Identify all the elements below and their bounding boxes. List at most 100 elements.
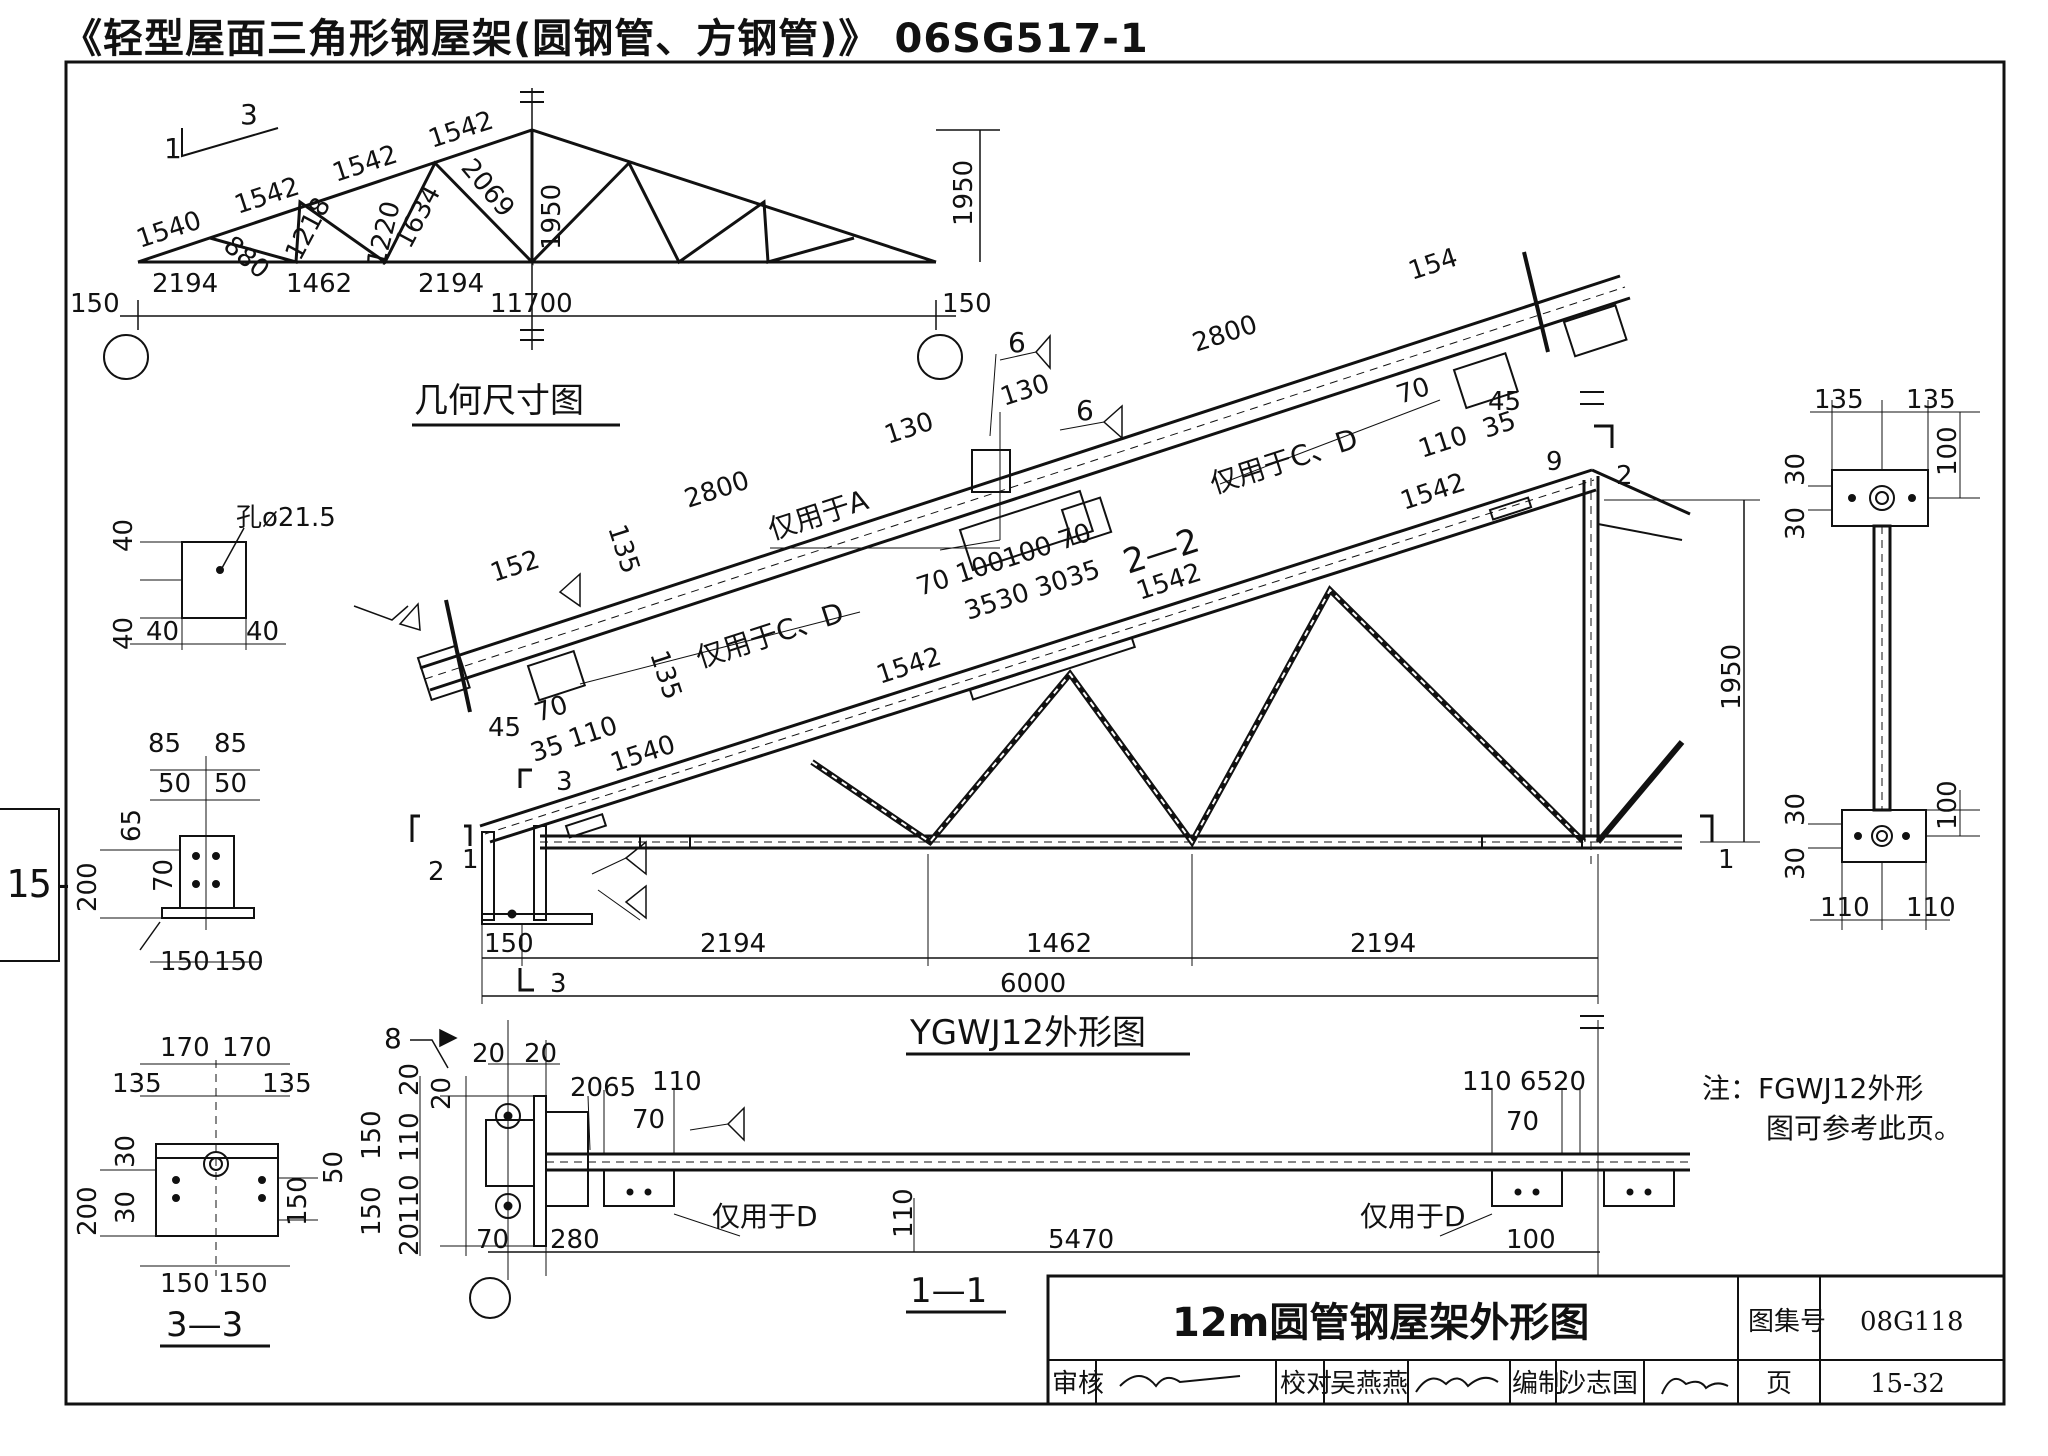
check-label: 校对	[1280, 1369, 1332, 1399]
geo-span: 11700	[490, 289, 573, 319]
ep-70: 70	[149, 859, 179, 892]
s3-30a: 30	[111, 1135, 141, 1168]
s1-support-circle	[469, 1277, 511, 1319]
geo-web-880: 880	[218, 230, 275, 285]
section-3-3-detail	[100, 1060, 318, 1348]
mv-chord-1542a: 1542	[1397, 468, 1469, 517]
mv-135a: 135	[601, 521, 645, 577]
support-left-circle	[103, 334, 149, 380]
geo-overhang-right: 150	[942, 289, 992, 319]
geo-chord-1: 1540	[133, 206, 205, 255]
mv-110a: 110	[1415, 421, 1471, 465]
rd-100b: 100	[1933, 780, 1963, 830]
note-line-2: 图可参考此页。	[1766, 1112, 1962, 1145]
s3-150v: 150	[283, 1176, 313, 1226]
mv-2800b: 2800	[1189, 310, 1261, 359]
s1-20v: 20	[395, 1063, 425, 1096]
mv-panel-2194a: 2194	[700, 929, 766, 959]
end-plate-detail	[100, 756, 262, 963]
geo-panel-1: 2194	[152, 269, 218, 299]
s1-70c: 70	[476, 1225, 509, 1255]
s3-170b: 170	[222, 1033, 272, 1063]
side-tab-label: 15-	[6, 862, 75, 906]
s1-weld-8: 8	[384, 1022, 402, 1055]
s1-150v: 150	[357, 1110, 387, 1160]
ep-200: 200	[73, 862, 103, 912]
hole-d1: 40	[109, 519, 139, 552]
ep-50a: 50	[158, 769, 191, 799]
geo-overhang-left: 150	[70, 289, 120, 319]
mv-130b: 130	[997, 369, 1053, 413]
mv-cut-2: 2	[428, 857, 445, 887]
hole-callout: 孔ø21.5	[236, 503, 336, 533]
mv-note-cd-2: 仅用于C、D	[1206, 422, 1362, 501]
s1-110c: 110	[652, 1067, 702, 1097]
mv-135b: 135	[643, 647, 687, 703]
atlas-label: 图集号	[1748, 1307, 1826, 1337]
mv-height-1950: 1950	[1717, 644, 1747, 710]
section-3-3-title: 3—3	[166, 1305, 243, 1345]
s1-110b: 110	[395, 1174, 425, 1224]
s3-135a: 135	[112, 1069, 162, 1099]
title-block	[1046, 1274, 2006, 1406]
drafter-signature	[1661, 1377, 1729, 1395]
atlas-number: 08G118	[1860, 1307, 1963, 1337]
page-header: 《轻型屋面三角形钢屋架(圆钢管、方钢管)》 06SG517-1	[62, 16, 1149, 62]
rd-100a: 100	[1933, 426, 1963, 476]
mv-chord-1542c: 1542	[873, 642, 945, 691]
geo-web-2069: 2069	[455, 153, 521, 223]
rd-110b: 110	[1906, 893, 1956, 923]
mv-2800a: 2800	[681, 466, 753, 515]
mv-cut-1: 1	[462, 845, 479, 875]
draw-label: 编制	[1512, 1369, 1564, 1399]
slope-run: 3	[240, 98, 258, 131]
drawing-title: 12m圆管钢屋架外形图	[1172, 1300, 1589, 1346]
s1-note-d-1: 仅用于D	[712, 1200, 818, 1233]
drafter-name: 沙志国	[1560, 1369, 1638, 1399]
geometry-view-title: 几何尺寸图	[414, 381, 584, 421]
geo-height: 1950	[949, 160, 979, 226]
mv-panel-2194b: 2194	[1350, 929, 1416, 959]
mv-150: 150	[484, 929, 534, 959]
s1-20a: 20	[472, 1039, 505, 1069]
reviewer-signature	[1119, 1375, 1241, 1388]
page-number: 15-32	[1870, 1369, 1945, 1399]
main-view-structure	[353, 251, 1760, 1056]
s1-5470: 5470	[1048, 1225, 1114, 1255]
geo-panel-3: 2194	[418, 269, 484, 299]
ep-85b: 85	[214, 729, 247, 759]
hole-detail	[130, 527, 286, 650]
mv-45b: 45	[488, 713, 521, 743]
rd-30b: 30	[1781, 507, 1811, 540]
checker-signature	[1415, 1376, 1499, 1393]
main-view-labels: 2800 2800 154 130 130 152 135 135 6 6 仅用…	[428, 243, 1747, 1053]
s1-20b: 20	[524, 1039, 557, 1069]
geo-chord-4: 1542	[425, 106, 497, 155]
s1-20v2: 20	[395, 1223, 425, 1256]
geo-webs-right	[530, 160, 855, 265]
s1-100: 100	[1506, 1225, 1556, 1255]
support-right-circle	[917, 334, 963, 380]
s1-20c: 20	[427, 1077, 457, 1110]
s1-110-65-20: 110 6520	[1462, 1067, 1586, 1097]
mv-cut-3: 3	[556, 767, 573, 797]
s1-70a: 70	[632, 1105, 665, 1135]
rd-30c: 30	[1781, 793, 1811, 826]
s3-135b: 135	[262, 1069, 312, 1099]
hole-d3: 40	[146, 617, 179, 647]
mv-154: 154	[1405, 243, 1461, 287]
s1-110a: 110	[395, 1112, 425, 1162]
mv-cut-2-right: 2	[1616, 461, 1633, 491]
s3-170a: 170	[160, 1033, 210, 1063]
rd-135a: 135	[1814, 385, 1864, 415]
s1-280: 280	[550, 1225, 600, 1255]
geo-chord-2: 1542	[231, 172, 303, 221]
mv-cut-3-bottom: 3	[550, 969, 567, 999]
mv-note-cd-1: 仅用于C、D	[692, 596, 848, 675]
s1-note-d-2: 仅用于D	[1360, 1200, 1466, 1233]
side-tab: 15-	[0, 808, 75, 962]
s1-150v2: 150	[357, 1186, 387, 1236]
mv-panel-1462: 1462	[1026, 929, 1092, 959]
s1-2065: 2065	[570, 1073, 636, 1103]
